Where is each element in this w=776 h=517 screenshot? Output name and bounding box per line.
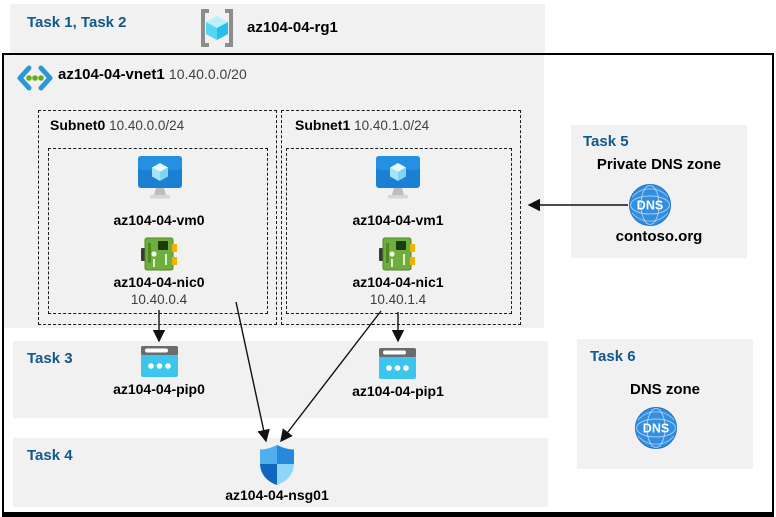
subnet0-box bbox=[38, 110, 277, 325]
virtual-network-icon bbox=[16, 65, 54, 96]
resource-group-band bbox=[10, 4, 545, 53]
nic1-ip: 10.40.1.4 bbox=[369, 292, 427, 307]
pip1-icon bbox=[379, 348, 416, 384]
task6-label: Task 6 bbox=[590, 348, 636, 365]
pip1-label: az104-04-pip1 bbox=[352, 383, 444, 399]
pip0-icon bbox=[141, 346, 178, 382]
private-dns-zone-icon: DNS bbox=[629, 184, 671, 231]
subnet0-inner-box bbox=[48, 148, 268, 314]
subnet0-name: Subnet0 bbox=[50, 117, 106, 133]
dns-zone-icon: DNS bbox=[635, 407, 677, 454]
pip0-label: az104-04-pip0 bbox=[113, 381, 205, 397]
task-1-2-label: Task 1, Task 2 bbox=[27, 14, 127, 31]
vnet-name: az104-04-vnet1 bbox=[58, 66, 165, 83]
nsg-label: az104-04-nsg01 bbox=[225, 487, 329, 503]
nic0-icon bbox=[141, 236, 177, 277]
task5-label: Task 5 bbox=[583, 133, 629, 150]
vnet-region bbox=[4, 55, 544, 328]
subnet0-cidr: 10.40.0.0/24 bbox=[109, 118, 185, 133]
vm0-label: az104-04-vm0 bbox=[113, 212, 205, 228]
vm1-icon bbox=[374, 156, 422, 205]
nic0-ip: 10.40.0.4 bbox=[130, 292, 188, 307]
dns-icon-text: DNS bbox=[637, 199, 663, 213]
dns-zone-title: DNS zone bbox=[629, 381, 700, 398]
subnet0-label: Subnet0 10.40.0.0/24 bbox=[50, 117, 184, 133]
task3-label: Task 3 bbox=[27, 350, 73, 367]
task3-band bbox=[13, 341, 548, 418]
vnet-cidr: 10.40.0.0/20 bbox=[168, 66, 247, 82]
task4-label: Task 4 bbox=[27, 447, 73, 464]
vnet-title: az104-04-vnet1 10.40.0.0/20 bbox=[58, 66, 247, 83]
subnet1-name: Subnet1 bbox=[295, 117, 351, 133]
vm1-label: az104-04-vm1 bbox=[352, 212, 444, 228]
resource-group-icon bbox=[197, 8, 237, 53]
dns-icon-text: DNS bbox=[643, 422, 669, 436]
private-dns-zone-name: contoso.org bbox=[615, 228, 703, 245]
subnet1-cidr: 10.40.1.0/24 bbox=[354, 118, 430, 133]
resource-group-name: az104-04-rg1 bbox=[247, 19, 338, 36]
task6-box bbox=[577, 339, 753, 469]
subnet1-inner-box bbox=[286, 148, 512, 314]
subnet1-label: Subnet1 10.40.1.0/24 bbox=[295, 117, 429, 133]
nic1-label: az104-04-nic1 bbox=[352, 274, 444, 290]
subnet1-box bbox=[281, 110, 521, 325]
nsg-shield-icon bbox=[260, 445, 294, 490]
nic0-label: az104-04-nic0 bbox=[113, 274, 205, 290]
vm0-icon bbox=[136, 156, 184, 205]
private-dns-zone-title: Private DNS zone bbox=[596, 156, 722, 173]
nic1-icon bbox=[379, 236, 415, 277]
